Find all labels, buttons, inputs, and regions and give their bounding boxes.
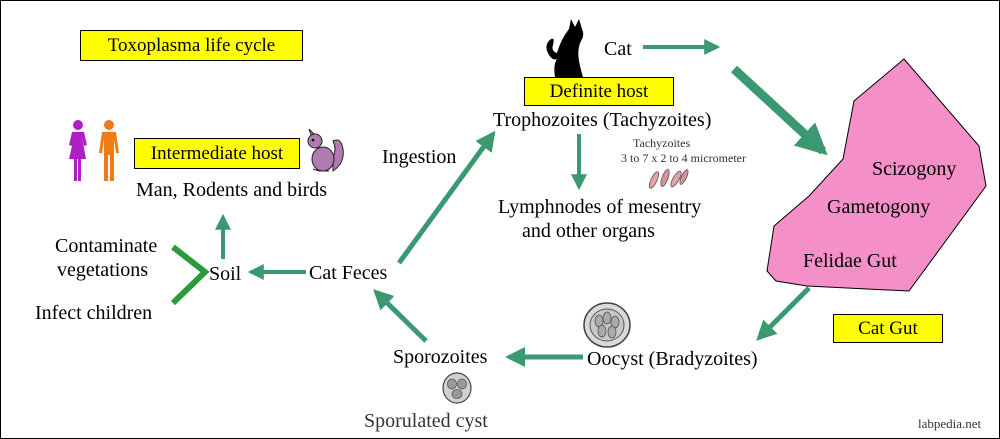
ingestion-label: Ingestion [382, 146, 457, 168]
lymphnodes-line1: Lymphnodes of mesentry [498, 196, 702, 218]
tachyzoites-title: Tachyzoites [633, 136, 691, 150]
man-icon [99, 120, 119, 181]
arrow-ingestion [396, 130, 496, 265]
contaminate-line2: vegetations [57, 259, 149, 281]
squirrel-icon [307, 128, 344, 172]
intermediate-host-box: Intermediate host [134, 138, 300, 169]
soil-bracket [170, 244, 210, 306]
cat-gut-box: Cat Gut [833, 314, 943, 343]
scizogony-label: Scizogony [872, 158, 957, 180]
felidae-gut-label: Felidae Gut [803, 250, 897, 272]
arrow-to-gut [730, 65, 828, 156]
lymphnodes-line2: and other organs [522, 220, 655, 242]
sporulated-cyst-label: Sporulated cyst [364, 410, 488, 432]
felidae-gut-shape [766, 58, 987, 292]
gametogony-label: Gametogony [827, 196, 931, 218]
watermark: labpedia.net [918, 416, 982, 431]
man-rodents-birds-label: Man, Rodents and birds [136, 179, 328, 201]
oocyst-label: Oocyst (Bradyzoites) [587, 348, 758, 370]
oocyst-icon [583, 302, 631, 348]
soil-label: Soil [209, 263, 242, 285]
cat-icon [546, 19, 584, 77]
cat-feces-label: Cat Feces [309, 262, 388, 284]
woman-icon [69, 120, 87, 181]
sporozoites-label: Sporozoites [393, 346, 488, 368]
trophozoites-label: Trophozoites (Tachyzoites) [493, 109, 712, 131]
definite-host-box: Definite host [524, 77, 674, 106]
contaminate-line1: Contaminate [55, 235, 158, 257]
sporulated-cyst-icon [442, 372, 472, 404]
arrow-gut-to-oocyst [756, 286, 811, 341]
arrow-sporozoites-to-feces [373, 289, 428, 343]
page-title: Toxoplasma life cycle [80, 30, 303, 61]
tachyzoites-icon [648, 169, 689, 189]
cat-label: Cat [604, 38, 632, 60]
infect-children-label: Infect children [35, 302, 153, 324]
tachyzoites-size: 3 to 7 x 2 to 4 micrometer [621, 151, 746, 165]
